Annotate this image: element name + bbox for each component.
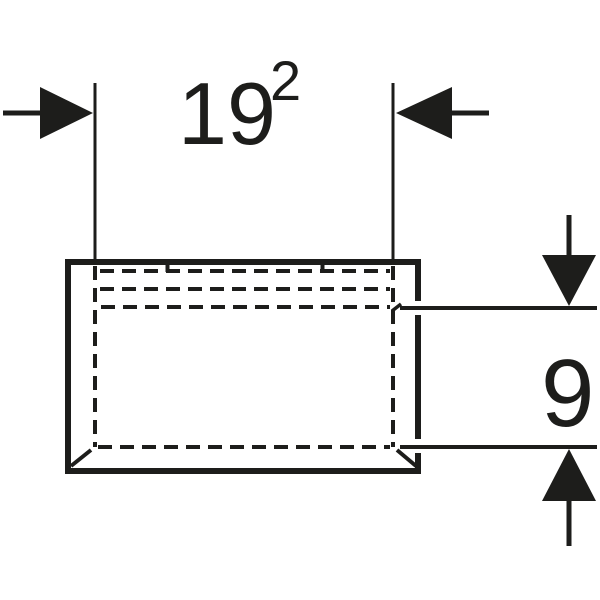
arrow-down-icon: [542, 255, 596, 306]
dimension-arrowheads: [40, 87, 596, 501]
dimension-labels: 19 2 9: [178, 49, 594, 447]
width-dimension-value: 19: [178, 64, 276, 163]
leader-start-tick: [390, 302, 403, 313]
outer-box-outline: [65, 259, 421, 474]
height-dimension-value: 9: [541, 340, 594, 447]
arrow-up-icon: [542, 449, 596, 501]
arrow-right-icon: [40, 87, 93, 139]
drawing-lines: [3, 83, 597, 546]
width-dimension-superscript: 2: [270, 49, 301, 112]
corner-dash-bottom-left: [69, 448, 93, 468]
arrow-left-icon: [396, 87, 452, 139]
corner-dash-bottom-right: [395, 448, 418, 468]
